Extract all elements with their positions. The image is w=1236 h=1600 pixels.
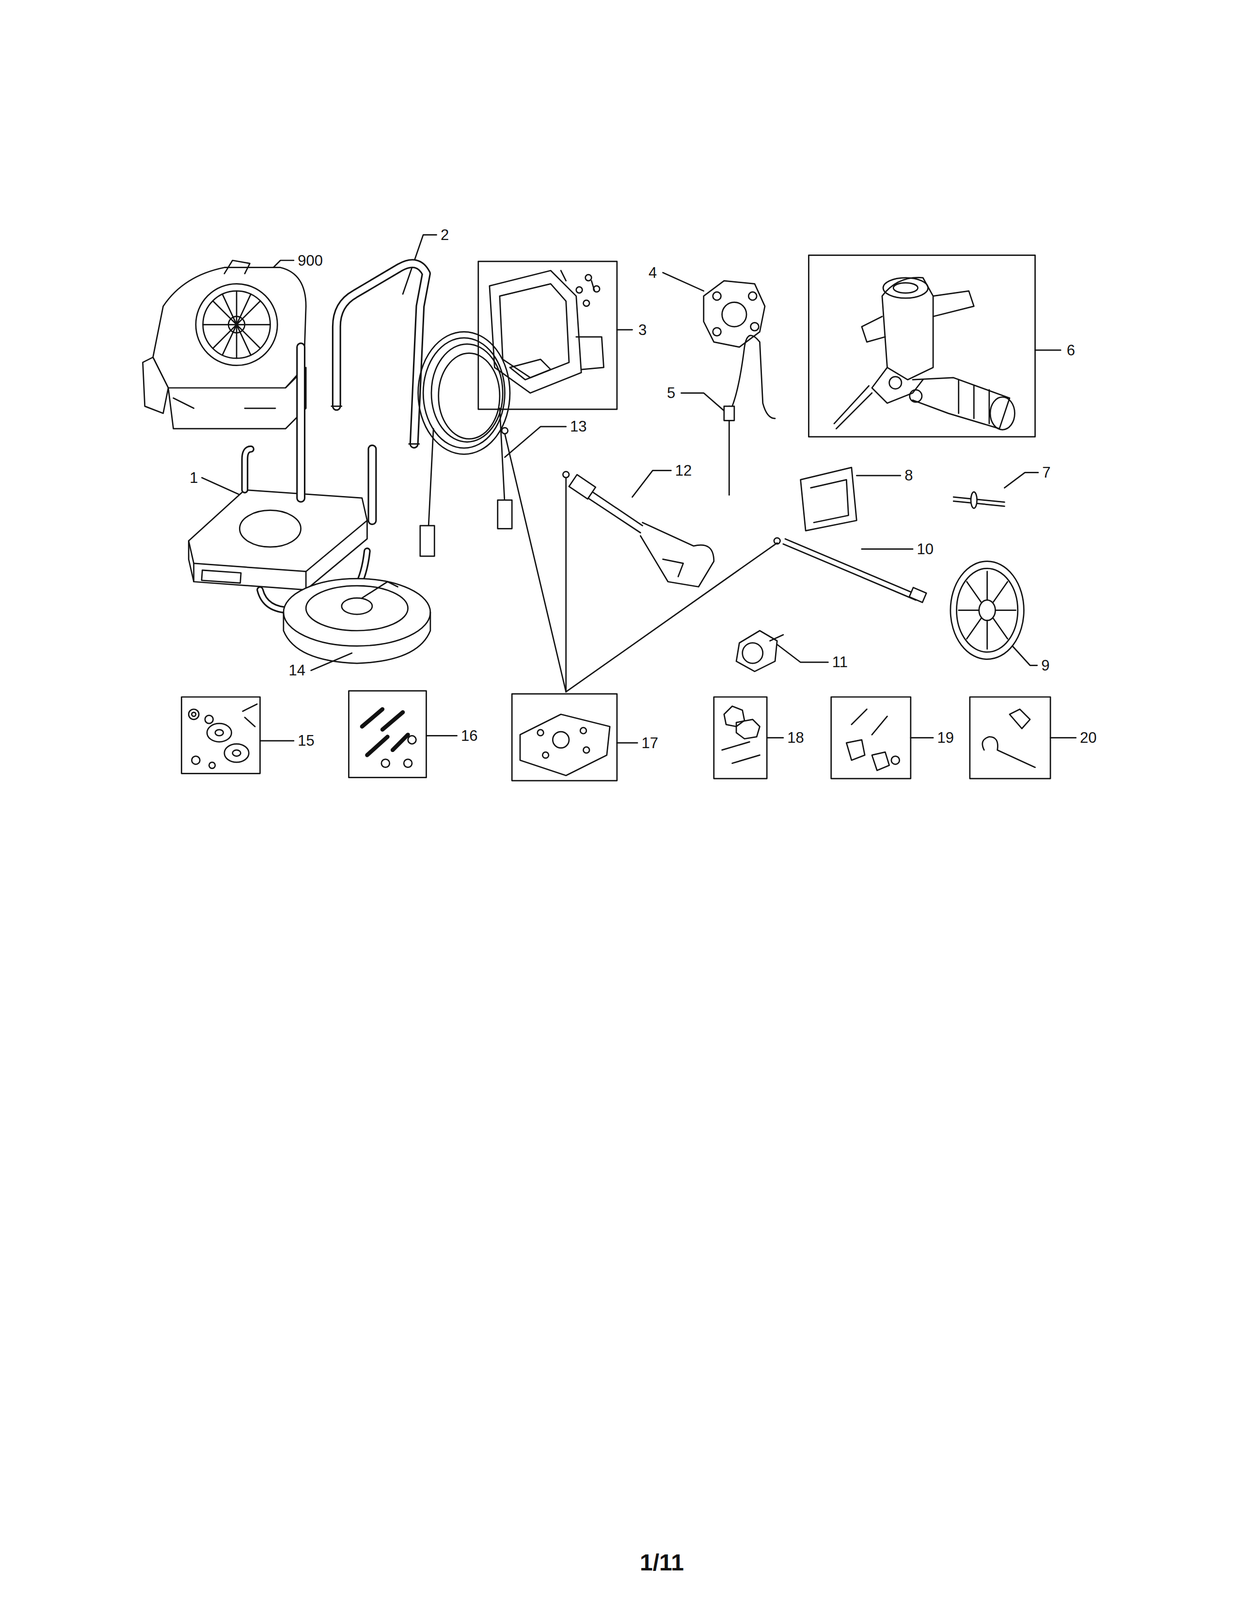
callout-number: 10 [916, 540, 934, 556]
callout-number: 4 [648, 264, 657, 280]
callout-number: 8 [904, 467, 913, 483]
callout-number: 13 [570, 418, 587, 434]
callout-number: 18 [787, 729, 804, 745]
callout-number: 16 [460, 727, 478, 743]
callout-number: 19 [937, 729, 954, 745]
callout-number: 900 [297, 252, 323, 268]
callout-number: 14 [288, 662, 305, 678]
callout-number: 12 [675, 462, 692, 478]
callout-number: 20 [1079, 729, 1097, 745]
callout-number: 15 [297, 732, 315, 748]
callout-number: 1 [189, 469, 198, 485]
callout-number: 2 [440, 226, 449, 242]
callout-number: 9 [1041, 657, 1050, 673]
callout-number: 5 [666, 385, 676, 401]
callout-number: 7 [1042, 464, 1051, 480]
callout-number: 17 [641, 734, 658, 750]
callout-number: 6 [1066, 342, 1076, 358]
callout-number: 3 [638, 321, 647, 337]
callout-number: 11 [832, 654, 848, 670]
page-number: 1/11 [639, 1550, 684, 1574]
